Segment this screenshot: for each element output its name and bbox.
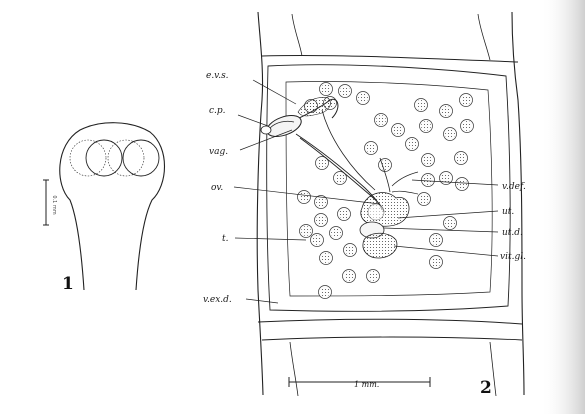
label-t: t. xyxy=(222,234,229,244)
label-utd: ut.d. xyxy=(502,228,523,238)
excretory-duct-inner xyxy=(285,81,493,297)
figure-2-number: 2 xyxy=(480,378,492,398)
upper-segment-boundary xyxy=(261,54,519,63)
fig1-scale-label: 0.1 mm xyxy=(51,195,57,214)
scale-bar-label: 1 mm. xyxy=(354,380,379,389)
sucker-1 xyxy=(69,139,107,177)
label-ov: ov. xyxy=(211,183,223,193)
segment-outer-right-wall xyxy=(511,11,525,396)
label-evs: e.v.s. xyxy=(206,71,229,81)
testes-group xyxy=(297,82,474,299)
scale-bar xyxy=(288,377,431,387)
label-vag: vag. xyxy=(209,147,228,157)
figure-2-proglottid: e.v.s. c.p. vag. ov. t. v.ex.d. v.def. u… xyxy=(203,11,526,398)
label-leaders xyxy=(233,79,499,304)
lower-segment-boundary xyxy=(257,318,523,325)
figure-1-scolex: 0.1 mm 1 xyxy=(43,122,166,294)
scolex-outline xyxy=(59,122,166,291)
cirrus-pouch xyxy=(260,97,331,137)
label-vdef: v.def. xyxy=(502,182,526,192)
sucker-4 xyxy=(122,139,160,177)
vitelline-gland xyxy=(362,232,398,259)
excretory-duct-outer xyxy=(266,64,511,312)
figure-1-number: 1 xyxy=(62,274,74,294)
ovary xyxy=(360,192,410,227)
sucker-3 xyxy=(107,139,145,177)
page-edge-shadow xyxy=(540,0,585,414)
sucker-2 xyxy=(85,139,123,177)
label-cp: c.p. xyxy=(209,106,226,116)
label-vexd: v.ex.d. xyxy=(203,295,232,305)
label-ut: ut. xyxy=(502,207,514,217)
label-vitgl: vit.gl. xyxy=(500,252,526,262)
segment-outer-left-wall xyxy=(256,11,264,396)
